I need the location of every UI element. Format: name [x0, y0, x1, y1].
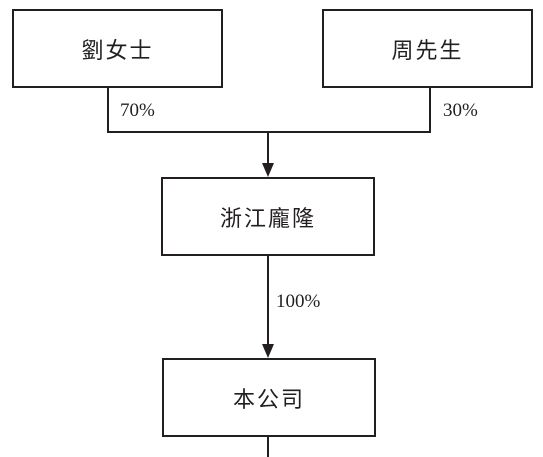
arrowhead-to-company [262, 344, 274, 358]
ownership-percent-zhou: 30% [443, 100, 478, 121]
shareholder-box-zhou: 周先生 [322, 9, 533, 88]
shareholder-box-liu: 劉女士 [12, 9, 223, 88]
entity-label-company: 本公司 [232, 387, 305, 413]
arrowhead-to-zhejiang [262, 163, 274, 177]
shareholder-label-liu: 劉女士 [81, 38, 154, 64]
shareholder-label-zhou: 周先生 [391, 38, 464, 64]
ownership-percent-liu: 70% [120, 100, 155, 121]
entity-label-zhejiang: 浙江龐隆 [219, 206, 316, 232]
entity-box-company: 本公司 [162, 358, 376, 437]
ownership-percent-zhejiang: 100% [276, 291, 321, 312]
shareholder-bracket-line [107, 88, 431, 133]
entity-box-zhejiang: 浙江龐隆 [161, 177, 375, 256]
